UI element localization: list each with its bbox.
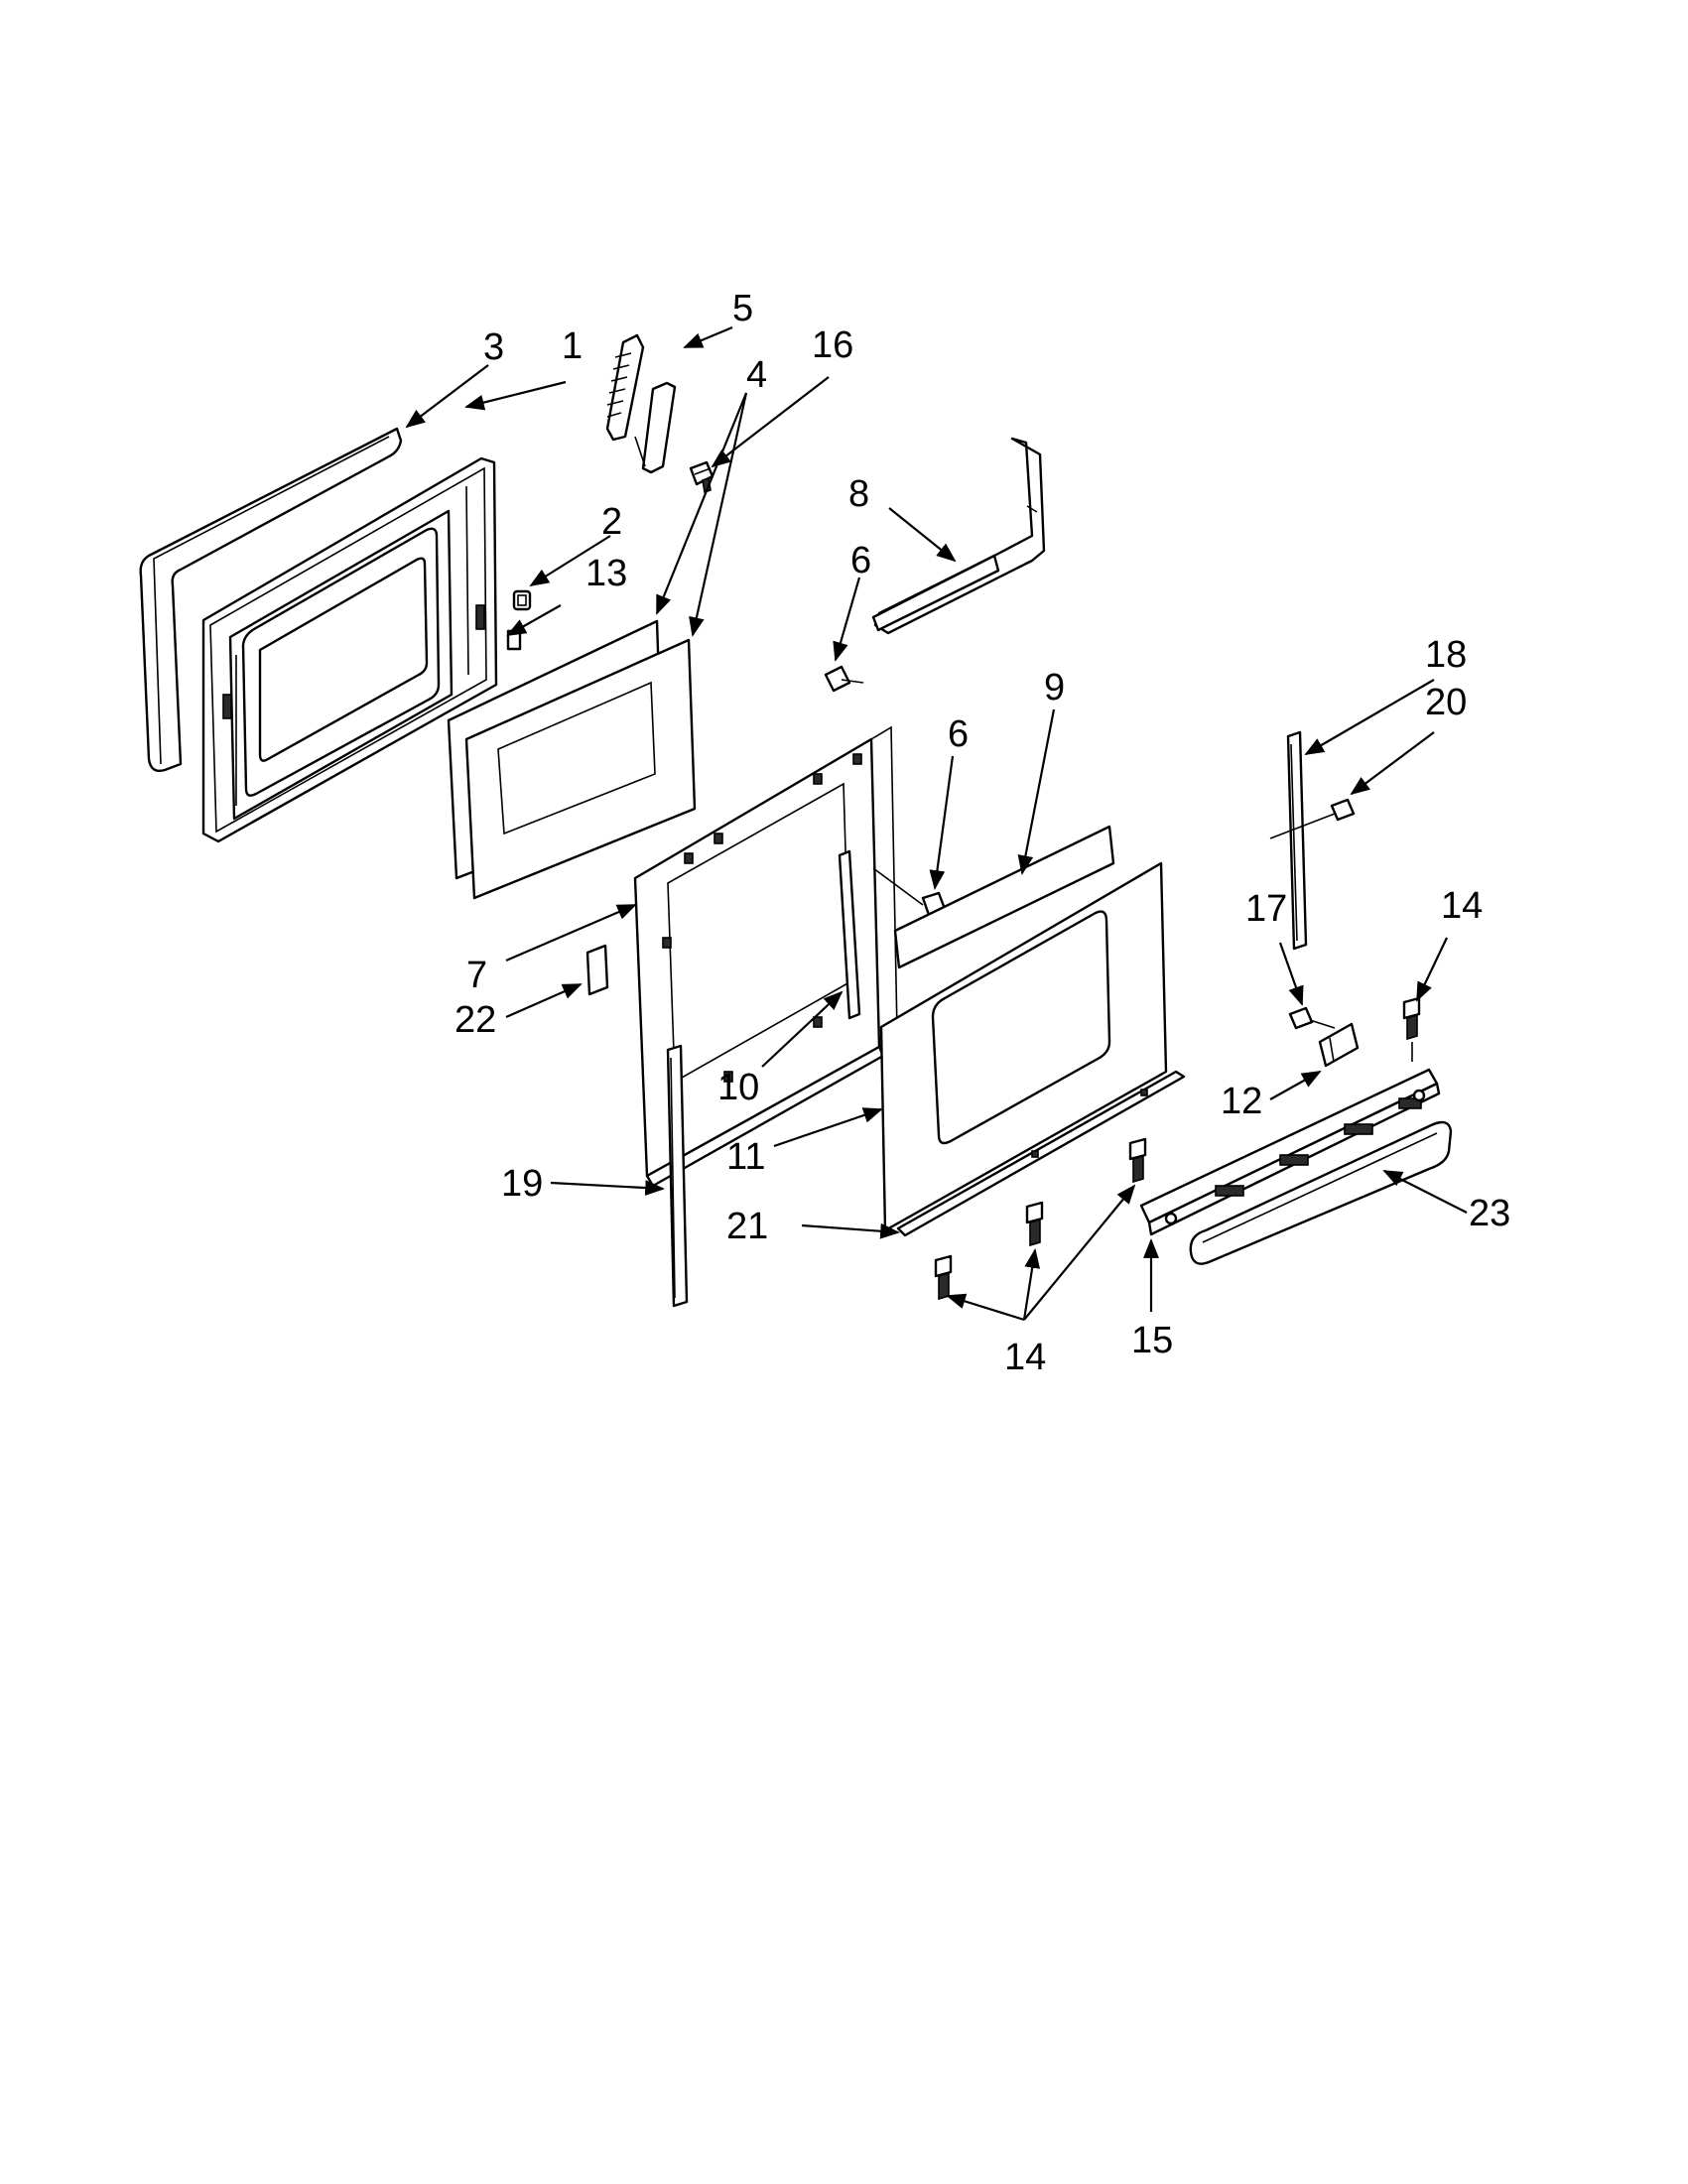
door-screw-part-2 bbox=[1025, 1201, 1044, 1247]
callout-8: 8 bbox=[848, 473, 869, 515]
inner-door-assembly-part bbox=[201, 456, 498, 843]
callout-21: 21 bbox=[726, 1206, 768, 1247]
leader-18 bbox=[1304, 679, 1435, 755]
handle-mount-part bbox=[1139, 1068, 1441, 1236]
callout-13: 13 bbox=[585, 553, 627, 594]
leader-21 bbox=[801, 1222, 900, 1239]
callout-9: 9 bbox=[1044, 667, 1065, 708]
leader-14c bbox=[1022, 1248, 1041, 1321]
vent-duct-part bbox=[871, 437, 1046, 635]
insulation-label-part bbox=[585, 944, 609, 996]
door-handle-part bbox=[1189, 1120, 1453, 1265]
leader-23 bbox=[1382, 1170, 1468, 1214]
hinge-part bbox=[605, 333, 677, 474]
callout-14-lower: 14 bbox=[1004, 1337, 1046, 1378]
callout-6-lower: 6 bbox=[948, 713, 969, 755]
leader-6b bbox=[929, 755, 955, 890]
leader-12 bbox=[1269, 1071, 1322, 1100]
leader-4b bbox=[689, 392, 748, 637]
leader-3 bbox=[405, 364, 489, 429]
hinge-stop-part bbox=[512, 589, 532, 611]
leader-17 bbox=[1278, 942, 1304, 1006]
leader-16 bbox=[711, 376, 830, 468]
callout-3: 3 bbox=[483, 326, 504, 368]
callout-16: 16 bbox=[812, 324, 853, 366]
callout-20: 20 bbox=[1425, 682, 1467, 723]
left-side-trim-part bbox=[666, 1044, 689, 1308]
callout-22: 22 bbox=[454, 999, 496, 1041]
callout-15: 15 bbox=[1131, 1320, 1173, 1361]
door-glass-panes-part bbox=[447, 619, 697, 900]
door-screw-part-3 bbox=[1128, 1137, 1147, 1184]
leader-lines bbox=[405, 325, 1468, 1322]
handle-bracket-part bbox=[1318, 1022, 1360, 1068]
leader-8 bbox=[888, 507, 957, 563]
leader-19 bbox=[550, 1180, 665, 1196]
door-frame-part bbox=[633, 725, 898, 1188]
callout-14-upper: 14 bbox=[1441, 885, 1483, 927]
callout-4: 4 bbox=[746, 354, 767, 396]
callout-19: 19 bbox=[501, 1163, 543, 1205]
door-screw-part-1 bbox=[934, 1254, 953, 1301]
bottom-trim-part bbox=[896, 1070, 1186, 1237]
leader-11 bbox=[773, 1107, 883, 1148]
leader-10 bbox=[761, 990, 844, 1068]
leader-9 bbox=[1017, 708, 1056, 875]
door-gasket-part bbox=[139, 427, 403, 773]
right-side-trim-part bbox=[1286, 730, 1308, 951]
leader-14a bbox=[1416, 937, 1448, 1002]
leader-14d bbox=[1023, 1184, 1136, 1321]
leader-20 bbox=[1350, 731, 1435, 796]
leader-22 bbox=[505, 982, 583, 1019]
callout-11: 11 bbox=[726, 1136, 765, 1178]
bracket-screw-part bbox=[1288, 1006, 1336, 1030]
leader-4a bbox=[655, 392, 748, 615]
leader-14b bbox=[946, 1293, 1025, 1322]
upper-glass-strip-part bbox=[893, 825, 1115, 969]
callout-10: 10 bbox=[717, 1067, 759, 1108]
leader-1 bbox=[464, 380, 567, 411]
screw-part-lower bbox=[872, 867, 947, 917]
callout-1: 1 bbox=[562, 325, 583, 367]
trim-screw-part bbox=[1269, 798, 1356, 839]
side-trim-part bbox=[838, 849, 861, 1020]
callout-23: 23 bbox=[1469, 1193, 1510, 1234]
leader-13 bbox=[506, 604, 562, 636]
callout-labels: 1 2 3 4 5 6 6 7 8 9 10 11 12 13 14 14 15… bbox=[454, 288, 1510, 1378]
leader-2 bbox=[529, 535, 611, 587]
outer-door-panel-part bbox=[879, 861, 1168, 1232]
handle-screw-part bbox=[1402, 996, 1421, 1062]
leader-7 bbox=[505, 903, 637, 963]
leader-5 bbox=[683, 325, 733, 349]
callout-5: 5 bbox=[732, 288, 753, 329]
callout-18: 18 bbox=[1425, 634, 1467, 676]
leader-6a bbox=[833, 577, 861, 662]
callout-6-upper: 6 bbox=[850, 540, 871, 581]
callout-17: 17 bbox=[1245, 888, 1287, 930]
callout-12: 12 bbox=[1221, 1081, 1262, 1122]
hinge-screw-part bbox=[689, 460, 714, 494]
callout-2: 2 bbox=[601, 501, 622, 543]
screw-part-upper bbox=[824, 665, 864, 693]
callout-7: 7 bbox=[466, 955, 487, 996]
